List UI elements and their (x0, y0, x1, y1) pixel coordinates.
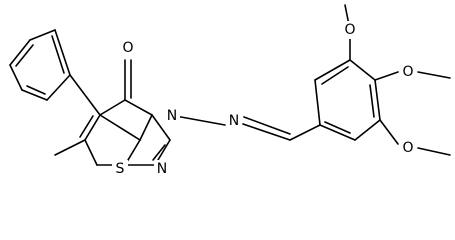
pyrimidine-bond (124, 99, 153, 116)
thiophene-bond (84, 114, 101, 141)
phenyl-inner-bond (51, 35, 65, 74)
thiophene-bond (84, 139, 98, 166)
thiophene-double-bond (79, 115, 94, 138)
methoxy-bond (417, 147, 451, 156)
phenyl-bond (9, 64, 23, 91)
atom-label-ring-n1: N (157, 161, 167, 177)
imine-double-bond (243, 116, 291, 135)
atom-label-methoxy-bottom-o: O (402, 140, 413, 156)
bond-layer (9, 4, 451, 166)
imine-double-bond (242, 123, 291, 141)
methoxy-bond (379, 119, 399, 145)
pyrimidine-double-bond (152, 144, 166, 161)
phenyl-bond (21, 89, 48, 101)
atom-layer: O N N N S O O O (112, 21, 416, 178)
atom-label-imine-n: N (229, 113, 239, 129)
pyrimidine-bond (99, 99, 126, 116)
phenyl-inner-bond (15, 44, 34, 67)
benzylidene-bond (289, 124, 321, 141)
phenyl-inner-bond (26, 85, 46, 95)
aryl-inner-bond (369, 84, 375, 118)
phenyl-bond (46, 74, 71, 101)
pyrimidine-bond (151, 114, 171, 141)
atom-label-methoxy-middle-o: O (402, 64, 413, 80)
aryl-bond (314, 79, 321, 126)
atom-label-methoxy-top-o: O (344, 22, 355, 38)
phenyl-bond (9, 39, 31, 66)
aryl-inner-bond (321, 66, 349, 85)
aryl-bond (354, 119, 381, 141)
atom-label-carbonyl-o: O (122, 40, 133, 56)
phenyl-bond (29, 29, 56, 41)
methoxy-bond (417, 71, 451, 79)
thiophene-bond (99, 114, 141, 141)
methyl-bond (54, 139, 86, 156)
atom-label-ring-n3: N (167, 108, 177, 124)
methoxy-bond (374, 71, 399, 81)
aryl-bond (319, 124, 356, 141)
aryl-inner-bond (324, 121, 351, 134)
atom-label-ring-s: S (116, 161, 125, 177)
aryl-bond (349, 59, 376, 81)
phenyl-link-bond (69, 74, 101, 116)
chemical-structure-diagram: O N N N S O O O (9, 4, 451, 178)
aryl-bond (314, 59, 351, 81)
phenyl-bond (54, 29, 71, 76)
aryl-bond (374, 79, 381, 121)
pyrimidine-bond (139, 114, 153, 141)
